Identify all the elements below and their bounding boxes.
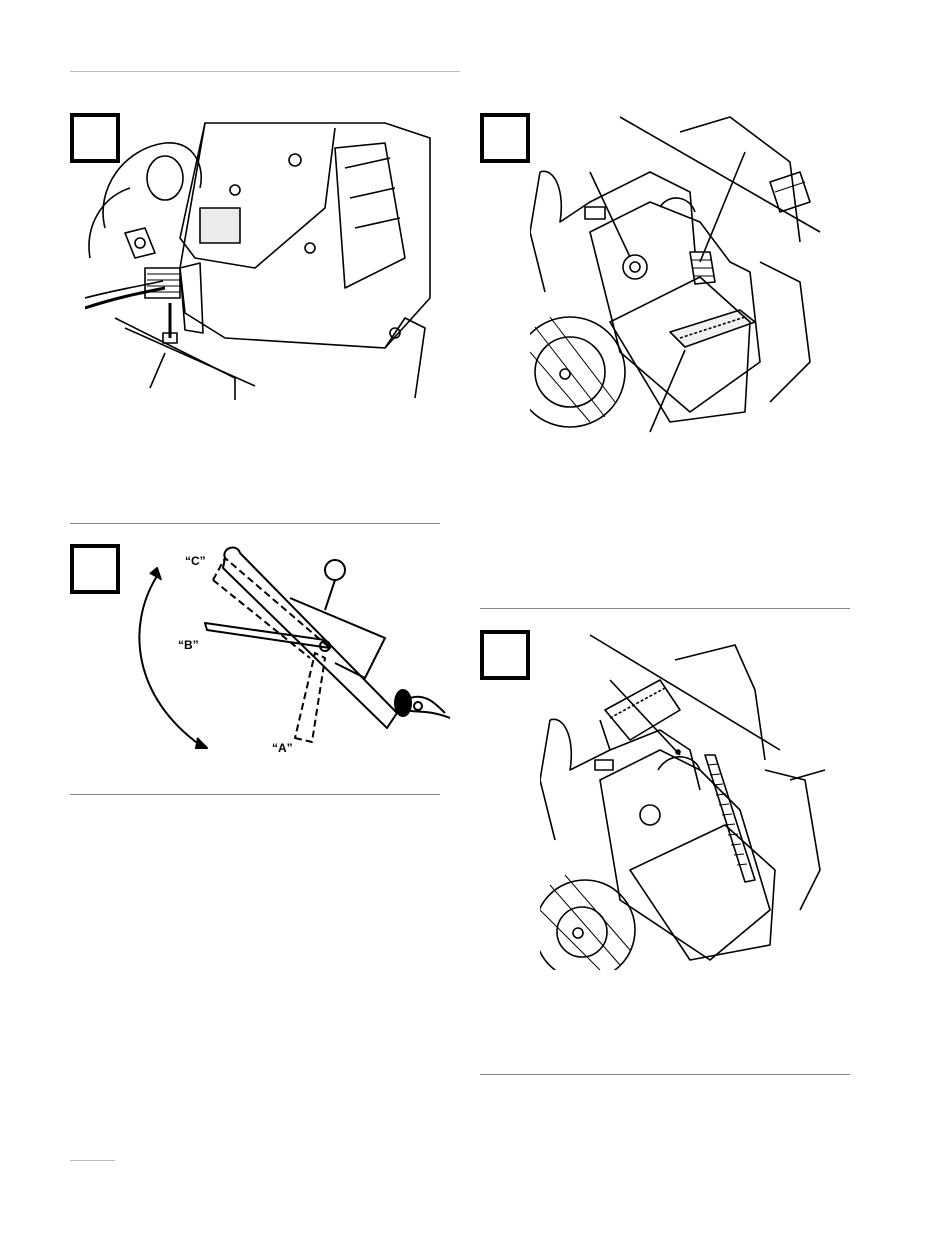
position-b-label: “B” (178, 638, 199, 652)
figure-4-illustration (540, 630, 830, 970)
divider-right-1 (480, 608, 850, 609)
divider-right-2 (480, 1074, 850, 1075)
figure-3-illustration: “C” “B” “A” (125, 538, 455, 758)
figure-4-badge (480, 630, 530, 680)
figure-2-badge (480, 113, 530, 163)
figure-2-illustration (530, 112, 830, 442)
figure-1-illustration (85, 118, 435, 408)
footer-rule (70, 1160, 115, 1161)
figure-3-badge (70, 544, 120, 594)
divider-left-2 (70, 794, 440, 795)
position-a-label: “A” (272, 741, 293, 755)
top-rule-left (70, 71, 460, 72)
position-c-label: “C” (185, 554, 206, 568)
divider-left-1 (70, 523, 440, 524)
